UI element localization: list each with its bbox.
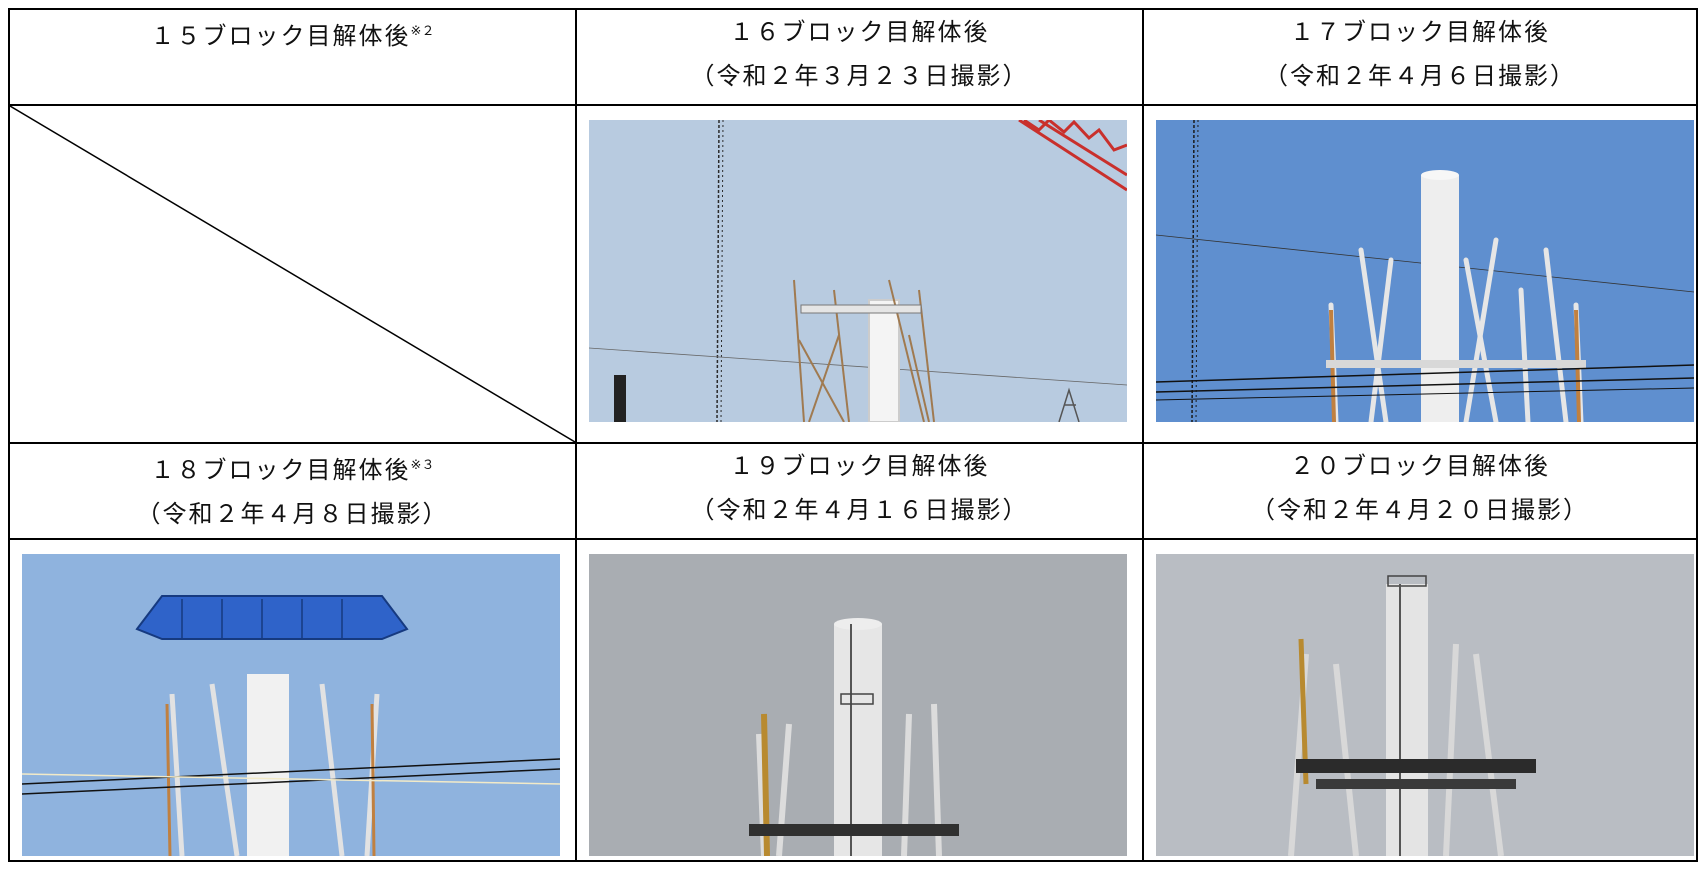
photo-cell-block-18 xyxy=(8,538,577,862)
empty-cell-block-15 xyxy=(8,104,577,444)
photo-cell-block-20 xyxy=(1142,538,1698,862)
photo-block-16 xyxy=(589,120,1127,422)
header-cell-block-19: １９ブロック目解体後 （令和２年４月１６日撮影） xyxy=(575,442,1144,540)
block-15-title: １５ブロック目解体後 xyxy=(150,22,411,50)
header-cell-block-18: １８ブロック目解体後※３ （令和２年４月８日撮影） xyxy=(8,442,577,540)
header-row-2: １８ブロック目解体後※３ （令和２年４月８日撮影） １９ブロック目解体後 （令和… xyxy=(8,442,1698,540)
block-18-date: （令和２年４月８日撮影） xyxy=(136,500,449,528)
photo-cell-block-19 xyxy=(575,538,1144,862)
block-19-date: （令和２年４月１６日撮影） xyxy=(690,496,1029,524)
block-16-title: １６ブロック目解体後 xyxy=(729,18,990,46)
block-18-title: １８ブロック目解体後 xyxy=(150,456,411,484)
photo-cell-block-17 xyxy=(1142,104,1698,444)
header-cell-block-17: １７ブロック目解体後 （令和２年４月６日撮影） xyxy=(1142,8,1698,106)
image-row-2 xyxy=(8,538,1698,862)
header-cell-block-16: １６ブロック目解体後 （令和２年３月２３日撮影） xyxy=(575,8,1144,106)
block-17-date: （令和２年４月６日撮影） xyxy=(1264,62,1576,90)
diagonal-slash xyxy=(10,106,575,442)
block-15-note: ※２ xyxy=(410,24,435,39)
header-cell-block-15: １５ブロック目解体後※２ xyxy=(8,8,577,106)
header-row-1: １５ブロック目解体後※２ １６ブロック目解体後 （令和２年３月２３日撮影） １７… xyxy=(8,8,1698,106)
block-20-title: ２０ブロック目解体後 xyxy=(1290,452,1550,480)
header-cell-block-20: ２０ブロック目解体後 （令和２年４月２０日撮影） xyxy=(1142,442,1698,540)
block-16-date: （令和２年３月２３日撮影） xyxy=(690,62,1029,90)
block-19-title: １９ブロック目解体後 xyxy=(729,452,990,480)
photo-block-17 xyxy=(1156,120,1694,422)
image-row-1 xyxy=(8,104,1698,444)
block-17-title: １７ブロック目解体後 xyxy=(1290,18,1550,46)
photo-comparison-table: １５ブロック目解体後※２ １６ブロック目解体後 （令和２年３月２３日撮影） １７… xyxy=(8,8,1698,862)
block-18-note: ※３ xyxy=(410,458,435,473)
photo-cell-block-16 xyxy=(575,104,1144,444)
photo-block-18 xyxy=(22,554,560,856)
photo-block-19 xyxy=(589,554,1127,856)
block-20-date: （令和２年４月２０日撮影） xyxy=(1251,496,1589,524)
photo-block-20 xyxy=(1156,554,1694,856)
